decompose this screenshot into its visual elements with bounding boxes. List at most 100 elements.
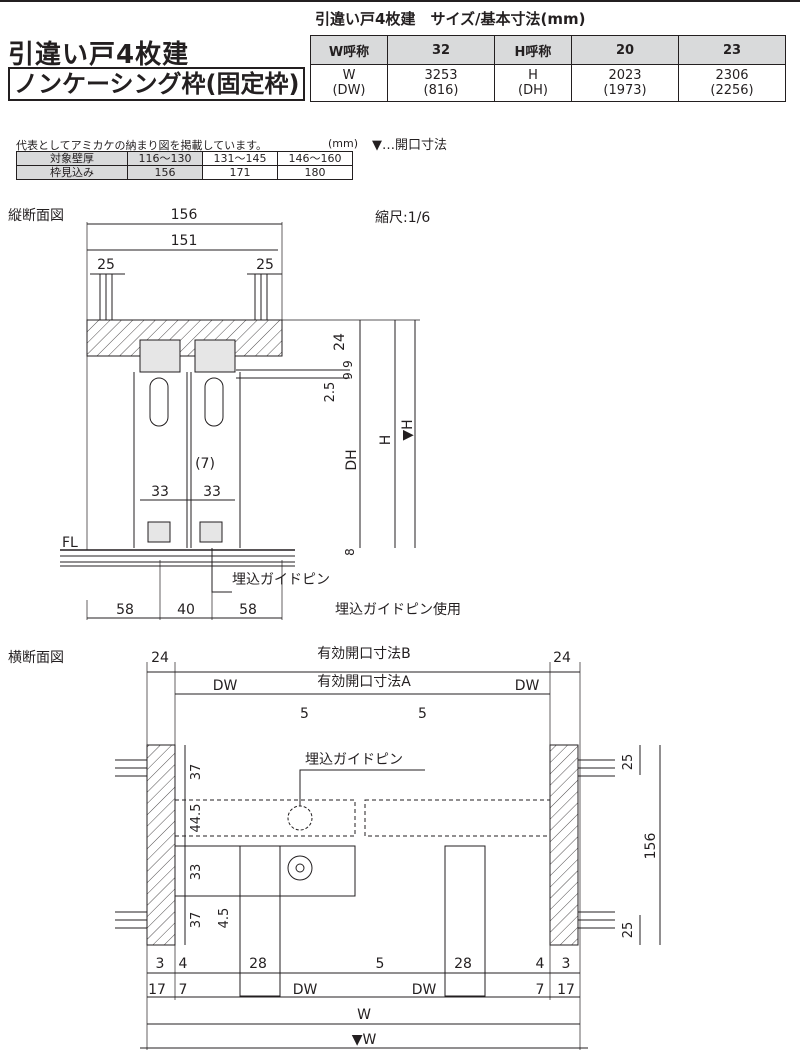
- dim-open-w: ▼W: [352, 1032, 377, 1048]
- dim-w: W: [357, 1007, 371, 1023]
- w-sym-cell: W(DW): [310, 64, 388, 102]
- dw-top-left: DW: [213, 678, 238, 694]
- dim-5-right: 5: [418, 706, 427, 722]
- w-mm: 3253: [424, 68, 458, 83]
- dim-4-5: 4.5: [217, 908, 232, 929]
- h-value-2: 23: [678, 35, 786, 65]
- h-mm-2-cell: 2306(2256): [678, 64, 786, 102]
- hanger-left: [139, 339, 181, 373]
- dim-7-right: 7: [536, 982, 545, 998]
- handle-slot-left: [149, 377, 169, 427]
- guide-pin-circle-top: [287, 805, 313, 831]
- dh-mm-1: (1973): [603, 83, 647, 98]
- dim-open-h: ▼H: [400, 419, 416, 440]
- row1-col1: 116〜130: [127, 151, 203, 166]
- h-mm-1-cell: 2023(1973): [571, 64, 679, 102]
- vertical-section: 縦断面図 縮尺:1/6 156 151 25 25 24: [8, 207, 461, 620]
- leader-guide-pin-h: [299, 769, 425, 806]
- row2-label: 枠見込み: [16, 165, 128, 180]
- legend-text: ▼…開口寸法: [372, 138, 447, 153]
- dim-8: 8: [343, 548, 357, 556]
- dw-bottom-left: DW: [293, 982, 318, 998]
- header-rule: [0, 0, 800, 2]
- h-label: H呼称: [494, 35, 572, 65]
- scale-label: 縮尺:1/6: [375, 210, 430, 226]
- dim-7: (7): [195, 456, 215, 472]
- h-sym: H: [528, 68, 538, 83]
- door-panel-outer-left: [174, 799, 356, 837]
- handle-slot-right: [204, 377, 224, 427]
- dim-24-right: 24: [553, 650, 571, 666]
- dim-37-top: 37: [189, 764, 204, 781]
- dw-sym: (DW): [332, 83, 366, 98]
- dim-h: H: [378, 435, 394, 446]
- jamb-left: [146, 744, 176, 946]
- head-frame: [86, 319, 283, 357]
- dim-24: 24: [332, 333, 348, 351]
- fl-label: FL: [62, 535, 78, 551]
- row2-col1: 156: [127, 165, 203, 180]
- guide-pin-label: 埋込ガイドピン: [232, 572, 330, 588]
- guide-pin-right: [199, 521, 223, 543]
- dim-2-5: 2.5: [323, 382, 338, 403]
- h-value-1: 20: [571, 35, 679, 65]
- horizontal-section: 横断面図 24 24 有効開口寸法B 有効開口寸法A DW DW 5 5: [8, 646, 661, 1050]
- vertical-section-title: 縦断面図: [8, 208, 64, 224]
- dim-4-right: 4: [536, 956, 545, 972]
- door-stile-right: [444, 845, 486, 997]
- dim-28-left: 28: [249, 956, 267, 972]
- dim-156-h: 156: [643, 833, 659, 860]
- door-stile-left: [239, 845, 281, 997]
- note-unit: (mm): [328, 137, 359, 150]
- dim-33-h: 33: [189, 864, 204, 881]
- h-mm-2: 2306: [715, 68, 749, 83]
- guide-pin-circle-bottom: [287, 855, 313, 881]
- thickness-table: 対象壁厚 116〜130 131〜145 146〜160 枠見込み 156 17…: [16, 151, 353, 180]
- dim-dh: DH: [344, 449, 360, 470]
- w-value: 32: [387, 35, 495, 65]
- page-title: 引違い戸4枚建: [8, 40, 190, 70]
- dh-sym: (DH): [518, 83, 548, 98]
- dim-58-right: 58: [239, 602, 257, 618]
- note-text: 代表としてアミカケの納まり図を掲載しています。: [16, 139, 268, 152]
- hanger-right: [194, 339, 236, 373]
- dim-28-right: 28: [454, 956, 472, 972]
- dim-25-left: 25: [97, 257, 115, 273]
- guide-pin-label-h: 埋込ガイドピン: [305, 752, 403, 768]
- jamb-right: [549, 744, 579, 946]
- dim-25-top: 25: [621, 754, 636, 771]
- dim-151: 151: [171, 233, 198, 249]
- dim-156: 156: [171, 207, 198, 223]
- dim-3-left: 3: [156, 956, 165, 972]
- dim-37-bottom: 37: [189, 912, 204, 929]
- dim-3-right: 3: [562, 956, 571, 972]
- dim-4-left: 4: [179, 956, 188, 972]
- dim-25-right: 25: [256, 257, 274, 273]
- dim-25-bottom: 25: [621, 922, 636, 939]
- dh-mm-2: (2256): [710, 83, 754, 98]
- row2-col3: 180: [277, 165, 353, 180]
- dim-33-left: 33: [151, 484, 169, 500]
- dim-33-right: 33: [203, 484, 221, 500]
- opening-b: 有効開口寸法B: [317, 646, 411, 662]
- dim-5-left: 5: [300, 706, 309, 722]
- leader-guide-pin: [211, 548, 232, 593]
- dim-44-5: 44.5: [189, 804, 204, 833]
- w-label: W呼称: [310, 35, 388, 65]
- dw-bottom-right: DW: [412, 982, 437, 998]
- dim-9b: 9: [341, 372, 355, 380]
- w-mm-cell: 3253(816): [387, 64, 495, 102]
- dim-5-bottom: 5: [376, 956, 385, 972]
- spec-table: W呼称 32 H呼称 20 23 W(DW) 3253(816) H(DH) 2…: [310, 35, 786, 102]
- guide-pin-use-label: 埋込ガイドピン使用: [335, 601, 461, 618]
- guide-pin-center: [295, 863, 305, 873]
- row1-label: 対象壁厚: [16, 151, 128, 166]
- dim-17-left: 17: [148, 982, 166, 998]
- dim-17-right: 17: [557, 982, 575, 998]
- dim-24-left: 24: [151, 650, 169, 666]
- row1-col2: 131〜145: [202, 151, 278, 166]
- opening-a: 有効開口寸法A: [317, 674, 411, 690]
- dim-58-left: 58: [116, 602, 134, 618]
- dim-9a: 9: [341, 360, 355, 368]
